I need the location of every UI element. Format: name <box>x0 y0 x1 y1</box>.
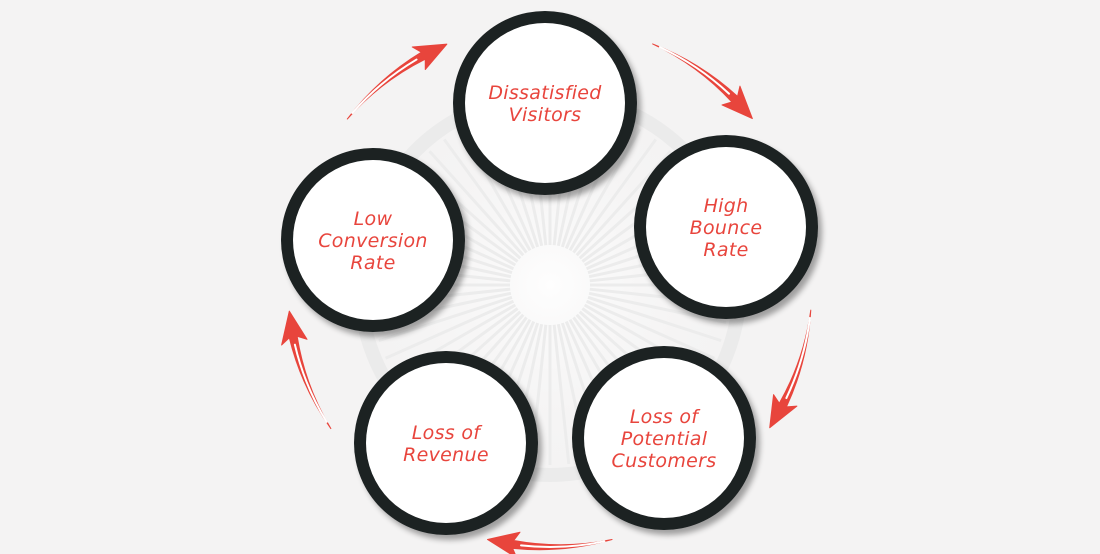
node-label-line: Rate <box>703 239 748 261</box>
arrow-loss-of-potential-customers-to-loss-of-revenue <box>486 531 613 554</box>
node-label-line: Customers <box>612 450 717 472</box>
arrow-highlight <box>351 58 418 115</box>
node-face <box>584 358 744 518</box>
backdrop-ray <box>572 138 658 254</box>
backdrop-ray <box>588 291 727 324</box>
node-face <box>366 363 526 523</box>
node-label-line: Loss of <box>630 406 701 428</box>
arrow-high-bounce-rate-to-loss-of-potential-customers <box>769 309 812 429</box>
arrow-highlight <box>658 46 731 95</box>
backdrop-ray <box>428 150 525 257</box>
backdrop-ray <box>575 150 672 257</box>
backdrop-ray <box>568 128 642 252</box>
node-label-line: Rate <box>350 252 395 274</box>
backdrop-ray <box>552 324 571 465</box>
node-label-line: Revenue <box>403 444 489 466</box>
node-label-line: Dissatisfied <box>488 82 602 104</box>
backdrop-ray <box>442 138 528 254</box>
node-label-line: Conversion <box>318 230 428 252</box>
node-label-line: Low <box>354 208 393 230</box>
node-label-line: Visitors <box>509 104 582 126</box>
node-label-line: Bounce <box>690 217 763 239</box>
node-face <box>465 23 625 183</box>
node-face <box>293 160 453 320</box>
cycle-arrows <box>281 43 812 554</box>
node-label-line: Potential <box>621 428 708 450</box>
arrow-highlight <box>520 540 606 548</box>
backdrop-ray <box>384 299 515 360</box>
node-label-line: Loss of <box>412 422 483 444</box>
arrow-dissatisfied-visitors-to-high-bounce-rate <box>652 43 753 120</box>
arrow-loss-of-revenue-to-low-conversion-rate <box>281 310 332 430</box>
node-label-line: High <box>704 195 749 217</box>
backdrop-ray <box>378 295 513 343</box>
arrow-highlight <box>785 316 811 400</box>
backdrop-ray <box>587 295 722 343</box>
node-face <box>646 147 806 307</box>
arrow-low-conversion-rate-to-dissatisfied-visitors <box>346 43 448 120</box>
arrow-highlight <box>293 343 328 423</box>
backdrop-ray <box>585 299 716 360</box>
